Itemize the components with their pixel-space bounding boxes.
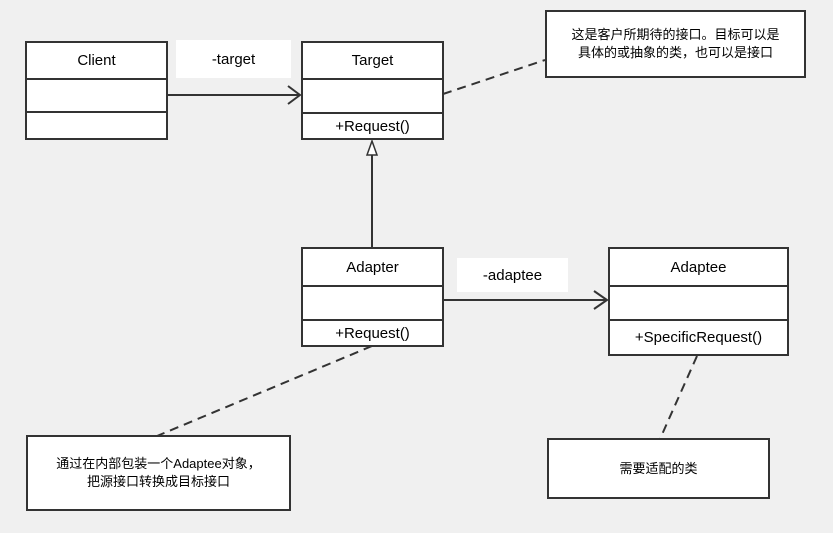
class-adapter-attributes [303, 287, 442, 321]
arrowhead-client-target [287, 85, 302, 105]
class-client-attributes [27, 80, 166, 113]
class-adaptee[interactable]: Adaptee +SpecificRequest() [608, 247, 789, 356]
class-adaptee-attributes [610, 287, 787, 321]
note-adapter[interactable]: 通过在内部包装一个Adaptee对象， 把源接口转换成目标接口 [26, 435, 291, 511]
class-client-name: Client [27, 43, 166, 80]
role-label-target: -target [176, 40, 291, 78]
class-adapter-method: +Request() [335, 324, 410, 342]
class-target[interactable]: Target +Request() [301, 41, 444, 140]
note-anchor-target [442, 59, 546, 95]
class-adapter[interactable]: Adapter +Request() [301, 247, 444, 347]
note-adapter-line-1: 通过在内部包装一个Adaptee对象， [56, 456, 261, 471]
role-label-adaptee: -adaptee [457, 258, 568, 292]
class-target-name: Target [303, 43, 442, 80]
note-target-line-2: 具体的或抽象的类，也可以是接口 [577, 45, 773, 60]
class-target-attributes [303, 80, 442, 114]
note-target-line-1: 这是客户所期待的接口。目标可以是 [571, 27, 780, 42]
note-adaptee-line-1: 需要适配的类 [619, 460, 698, 476]
class-adaptee-method: +SpecificRequest() [634, 329, 763, 346]
note-adaptee[interactable]: 需要适配的类 [547, 438, 770, 499]
arrowhead-adapter-adaptee [593, 290, 609, 310]
class-adaptee-name: Adaptee [610, 249, 787, 287]
class-client[interactable]: Client [25, 41, 168, 140]
note-adapter-line-2: 把源接口转换成目标接口 [86, 474, 230, 489]
note-target[interactable]: 这是客户所期待的接口。目标可以是 具体的或抽象的类，也可以是接口 [545, 10, 806, 78]
note-anchor-adaptee [659, 355, 698, 440]
class-client-methods [27, 113, 166, 138]
class-adapter-name: Adapter [303, 249, 442, 287]
note-anchor-adapter [156, 345, 373, 437]
class-target-method: +Request() [335, 117, 410, 135]
generalization-triangle [365, 138, 379, 156]
